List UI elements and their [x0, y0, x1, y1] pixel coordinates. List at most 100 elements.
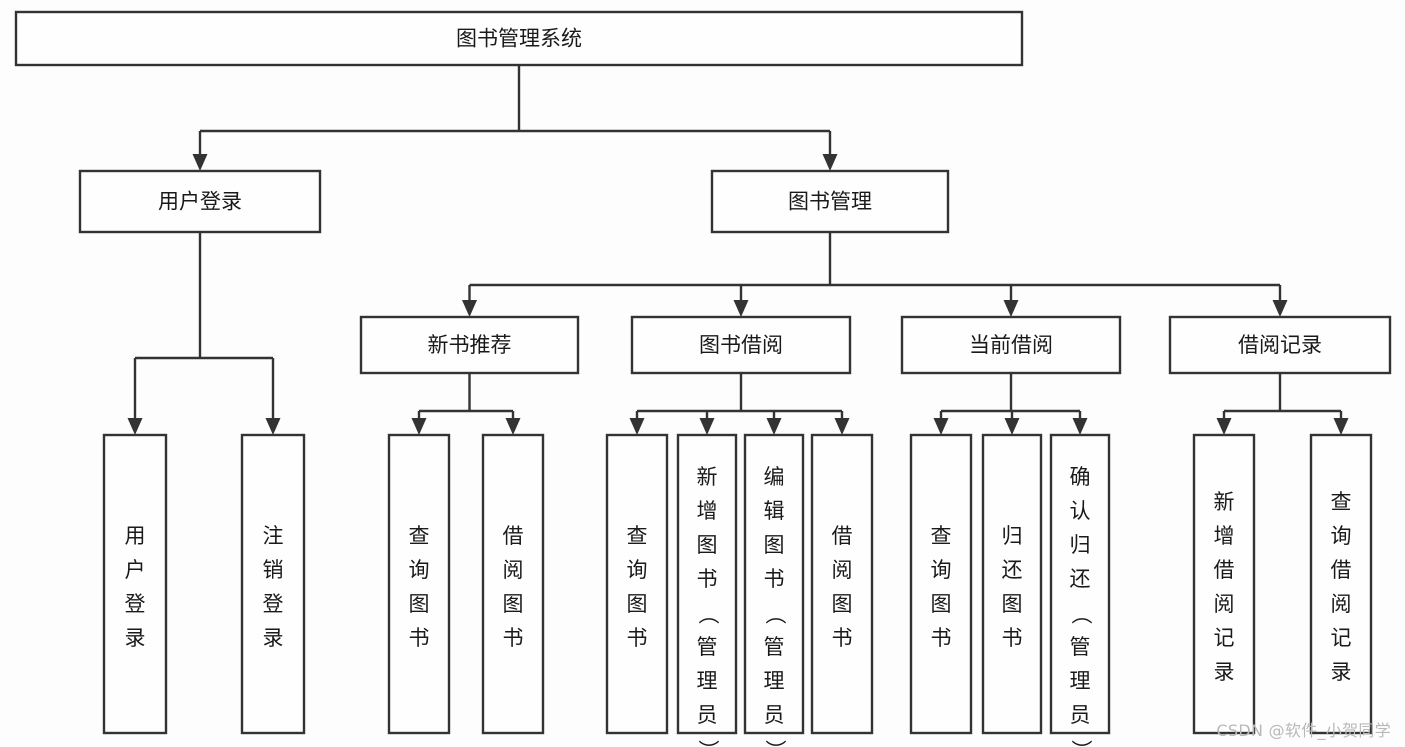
node-label-char: 询 — [409, 558, 430, 582]
node-label-char: 用 — [125, 524, 146, 548]
node-label-char: 新 — [1214, 490, 1235, 514]
node-label-char: 阅 — [1214, 592, 1235, 616]
arrow-head-icon — [265, 418, 281, 435]
node-label-char: 查 — [409, 524, 430, 548]
arrow-head-icon — [192, 154, 208, 171]
node-label-char: 员 — [1070, 703, 1091, 727]
node-label-char: 查 — [931, 524, 952, 548]
node-label-char: 询 — [931, 558, 952, 582]
arrow-head-icon — [462, 300, 477, 317]
arrow-head-icon — [1333, 418, 1349, 435]
node-label-char: 员 — [764, 703, 785, 727]
arrow-head-icon — [834, 418, 850, 435]
node-label-char: 书 — [931, 626, 952, 650]
node-label-char: 新 — [697, 465, 718, 489]
node-label-char: （ — [763, 604, 787, 625]
node-label-char: 编 — [764, 465, 785, 489]
node-label-char: 管 — [697, 635, 718, 659]
node-user-login[interactable]: 用户登录 — [78, 169, 322, 234]
node-borrow-record[interactable]: 借阅记录 — [1168, 315, 1392, 375]
node-label-char: 还 — [1070, 567, 1091, 591]
node-label-char: 书 — [627, 626, 648, 650]
node-label-char: 图 — [409, 592, 430, 616]
node-leaf-user-login[interactable]: 用户登录 — [102, 433, 168, 735]
node-label: 图书管理系统 — [456, 27, 582, 51]
node-label-char: 归 — [1070, 533, 1091, 557]
node-label-char: 增 — [1214, 524, 1235, 548]
node-label-char: 管 — [764, 635, 785, 659]
node-label-char: 认 — [1070, 499, 1091, 523]
node-label-char: 图 — [832, 592, 853, 616]
arrow-head-icon — [699, 418, 715, 435]
node-label-char: 户 — [125, 558, 146, 582]
node-label-char: 记 — [1214, 626, 1235, 650]
node-label: 借阅记录 — [1238, 333, 1322, 357]
arrow-head-icon — [766, 418, 782, 435]
node-label-char: 注 — [263, 524, 284, 548]
node-label-char: 借 — [832, 524, 853, 548]
node-label-char: 图 — [764, 533, 785, 557]
arrow-head-icon — [1072, 418, 1088, 435]
node-new-book-recommend[interactable]: 新书推荐 — [359, 315, 580, 375]
arrow-head-icon — [411, 418, 427, 435]
node-label-char: 书 — [503, 626, 524, 650]
node-label-char: 录 — [125, 626, 146, 650]
node-label-char: 借 — [503, 524, 524, 548]
node-label-char: 查 — [627, 524, 648, 548]
node-label-char: 借 — [1214, 558, 1235, 582]
node-label-char: 还 — [1002, 558, 1023, 582]
node-label-char: 销 — [263, 558, 284, 582]
node-label: 图书借阅 — [699, 333, 783, 357]
node-label-char: 书 — [1002, 626, 1023, 650]
node-label-char: 辑 — [764, 499, 785, 523]
node-current-borrow[interactable]: 当前借阅 — [900, 315, 1122, 375]
node-label-char: 理 — [764, 669, 785, 693]
node-label-char: 登 — [263, 592, 284, 616]
node-label-char: 理 — [1070, 669, 1091, 693]
node-label-char: 记 — [1331, 626, 1352, 650]
node-label-char: 询 — [1331, 524, 1352, 548]
node-label-char: 阅 — [1331, 592, 1352, 616]
node-label-char: 书 — [409, 626, 430, 650]
node-label-char: 登 — [125, 592, 146, 616]
node-label-char: 增 — [697, 499, 718, 523]
node-layer: 图书管理系统用户登录图书管理新书推荐图书借阅当前借阅借阅记录用户登录注销登录查询… — [14, 10, 1392, 747]
arrow-head-icon — [933, 418, 949, 435]
node-label-char: 阅 — [832, 558, 853, 582]
node-book-manage[interactable]: 图书管理 — [710, 169, 950, 234]
node-root[interactable]: 图书管理系统 — [14, 10, 1024, 67]
arrow-head-icon — [1272, 300, 1288, 317]
node-label-char: 图 — [627, 592, 648, 616]
csdn-watermark: CSDN @软件_小贺同学 — [1216, 721, 1391, 740]
node-label-char: （ — [1069, 604, 1093, 625]
edge-layer — [127, 65, 1349, 435]
arrow-head-icon — [1004, 418, 1020, 435]
node-label-char: 图 — [503, 592, 524, 616]
node-label-char: 询 — [627, 558, 648, 582]
node-label-char: 录 — [1331, 660, 1352, 684]
node-label: 当前借阅 — [969, 333, 1053, 357]
node-label-char: 管 — [1070, 635, 1091, 659]
node-label-char: 理 — [697, 669, 718, 693]
node-label-char: ） — [696, 740, 720, 747]
node-book-borrow[interactable]: 图书借阅 — [630, 315, 852, 375]
arrow-head-icon — [1003, 300, 1019, 317]
arrow-head-icon — [733, 300, 749, 317]
node-label-char: （ — [696, 604, 720, 625]
arrow-head-icon — [629, 418, 645, 435]
node-label-char: 员 — [697, 703, 718, 727]
